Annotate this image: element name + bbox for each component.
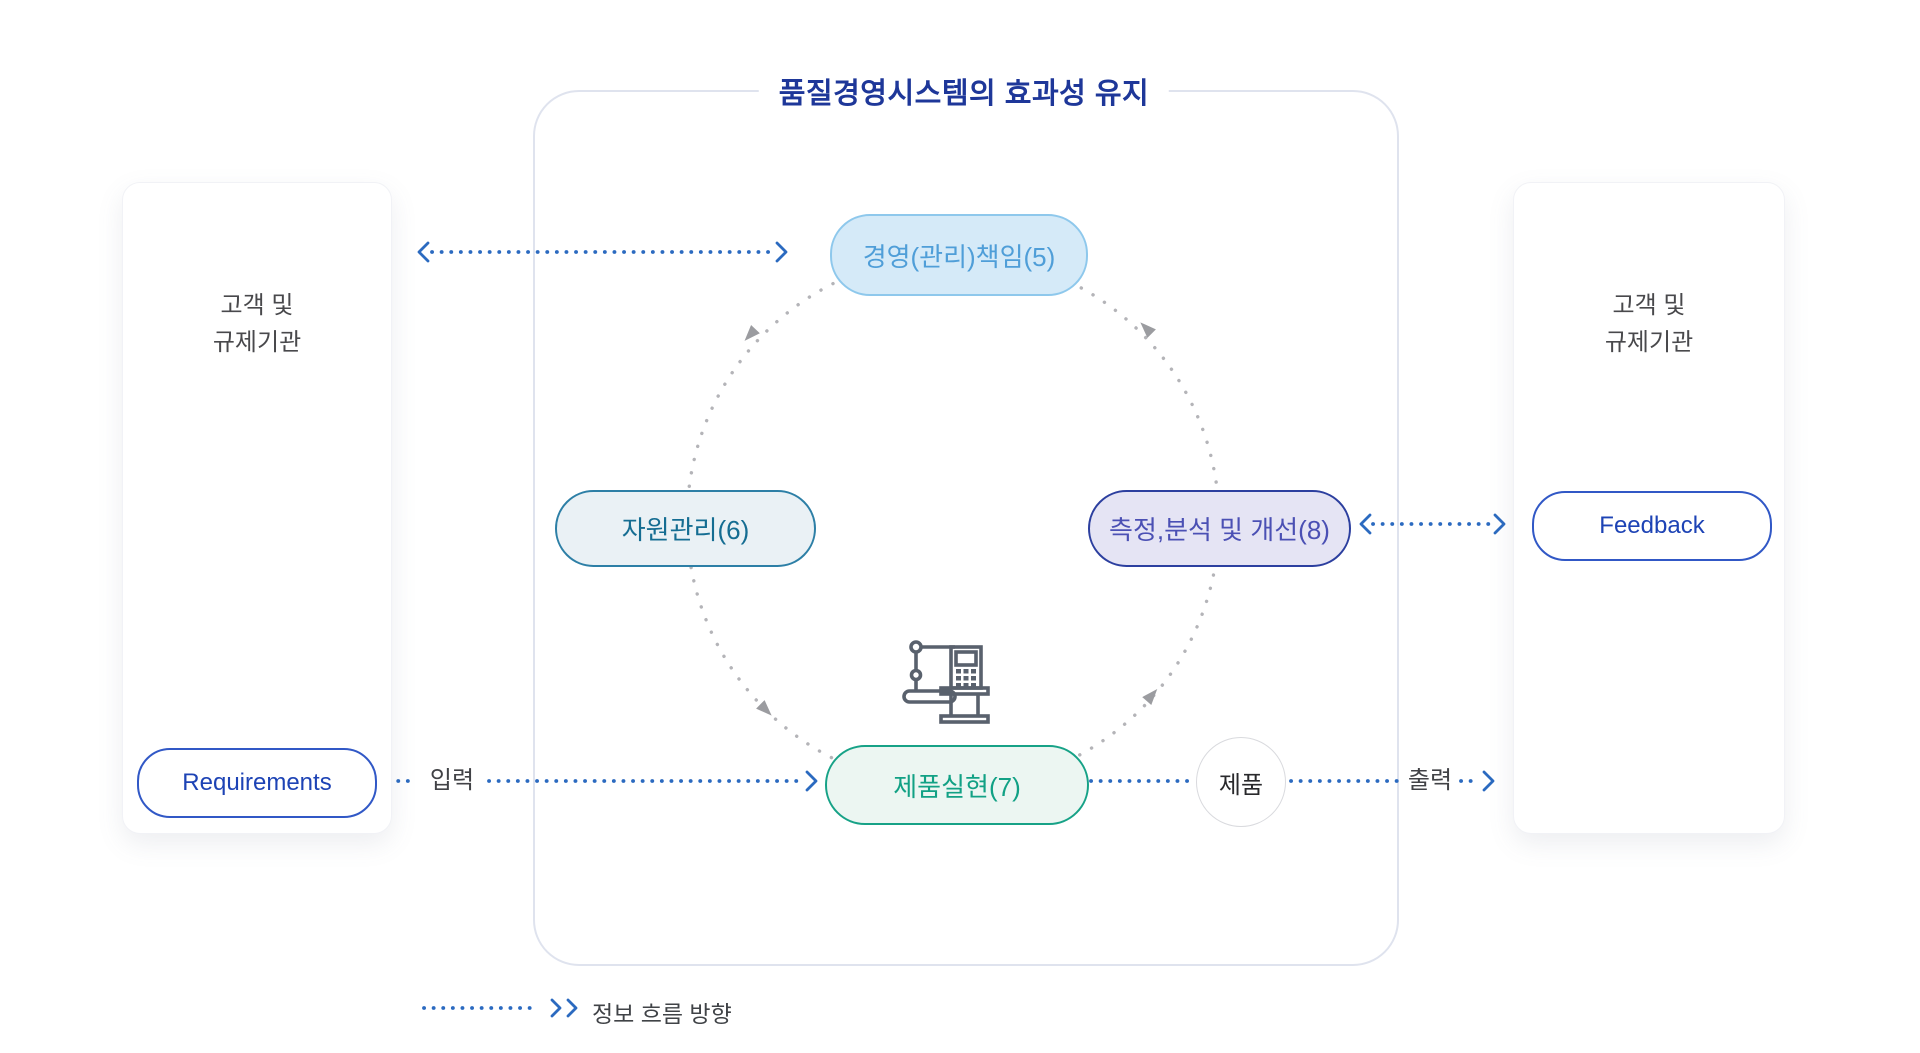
input-label: 입력 [429, 767, 475, 794]
measurement-analysis-improvement-pill: 측정,분석 및 개선(8) [1088, 490, 1351, 567]
flow-direction-label: 정보 흐름 방향 [592, 1001, 732, 1027]
customer-label-left-line1: 고객 및 [220, 292, 294, 319]
robot-arm-machine-icon [902, 640, 990, 724]
product-circle: 제품 [1196, 737, 1286, 827]
input-flow-line [377, 770, 818, 792]
customer-label-right-line1: 고객 및 [1612, 292, 1686, 319]
customer-card-right: 고객 및 규제기관 Feedback [1513, 182, 1785, 834]
management-responsibility-pill: 경영(관리)책임(5) [830, 214, 1088, 296]
cycle-arrowhead-upper-right [1140, 322, 1156, 338]
output-flow-line [1089, 770, 1495, 792]
customer-label-right: 고객 및 규제기관 [1514, 287, 1784, 361]
machine-keypad-dots [956, 669, 976, 688]
top-flow-arrow [417, 241, 788, 263]
product-realization-pill: 제품실현(7) [825, 745, 1089, 825]
feedback-pill: Feedback [1532, 491, 1772, 561]
feedback-flow-arrow [1359, 513, 1506, 535]
customer-card-left: 고객 및 규제기관 Requirements [122, 182, 392, 834]
customer-label-left: 고객 및 규제기관 [123, 287, 391, 361]
cycle-arrowhead-lower-right [1142, 688, 1158, 705]
cycle-arrowhead-lower-left [756, 700, 772, 716]
resource-management-pill: 자원관리(6) [555, 490, 816, 567]
requirements-pill: Requirements [137, 748, 377, 818]
customer-label-right-line2: 규제기관 [1604, 329, 1694, 356]
diagram-title: 품질경영시스템의 효과성 유지 [758, 70, 1170, 112]
customer-label-left-line2: 규제기관 [212, 329, 302, 356]
cycle-arrowhead-upper-left [744, 325, 760, 341]
legend-flow-line [422, 998, 578, 1018]
output-label: 출력 [1407, 767, 1453, 794]
